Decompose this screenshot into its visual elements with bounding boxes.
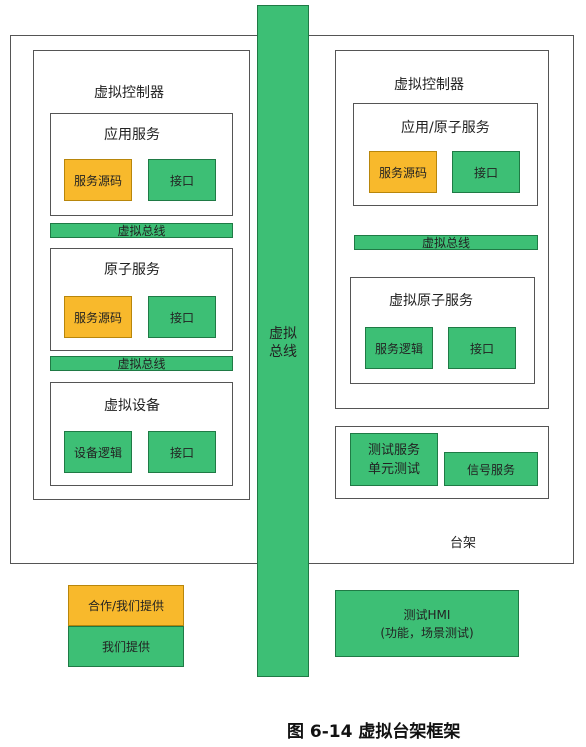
left-controller-title: 虚拟控制器 (94, 85, 164, 101)
center-bus-label-line1: 虚拟 (269, 326, 297, 342)
atomic-service-title: 原子服务 (104, 262, 160, 278)
unit-test-line2: 单元测试 (367, 461, 420, 477)
virtual-atomic-service-title: 虚拟原子服务 (389, 293, 473, 309)
test-hmi-line2: (功能，场景测试) (380, 625, 474, 640)
right-controller-title: 虚拟控制器 (394, 77, 464, 93)
unit-test-service: 测试服务 单元测试 (350, 433, 438, 486)
virtual-device-logic: 设备逻辑 (64, 431, 132, 473)
test-hmi: 测试HMI (功能，场景测试) (335, 590, 519, 657)
app-service-source-code: 服务源码 (64, 159, 132, 201)
right-virtual-bus: 虚拟总线 (354, 235, 538, 250)
app-service-title: 应用服务 (104, 127, 160, 143)
legend-ours: 我们提供 (68, 626, 184, 667)
atomic-service-source-code: 服务源码 (64, 296, 132, 338)
app-atomic-interface: 接口 (452, 151, 520, 193)
atomic-service-interface: 接口 (148, 296, 216, 338)
virtual-atomic-interface: 接口 (448, 327, 516, 369)
signal-service: 信号服务 (444, 452, 538, 486)
virtual-atomic-service-logic: 服务逻辑 (365, 327, 433, 369)
app-atomic-service-title: 应用/原子服务 (401, 120, 490, 136)
app-service-interface: 接口 (148, 159, 216, 201)
center-bus-label-line2: 总线 (269, 344, 297, 360)
test-hmi-line1: 测试HMI (403, 607, 451, 622)
center-virtual-bus (257, 5, 309, 677)
left-virtual-bus-2: 虚拟总线 (50, 356, 233, 371)
figure-caption: 图 6-14 虚拟台架框架 (287, 722, 461, 742)
virtual-device-interface: 接口 (148, 431, 216, 473)
legend-cooperate: 合作/我们提供 (68, 585, 184, 626)
unit-test-line1: 测试服务 (367, 442, 420, 458)
rack-label: 台架 (450, 536, 477, 551)
app-atomic-source-code: 服务源码 (369, 151, 437, 193)
left-virtual-bus-1: 虚拟总线 (50, 223, 233, 238)
virtual-device-title: 虚拟设备 (104, 398, 160, 414)
